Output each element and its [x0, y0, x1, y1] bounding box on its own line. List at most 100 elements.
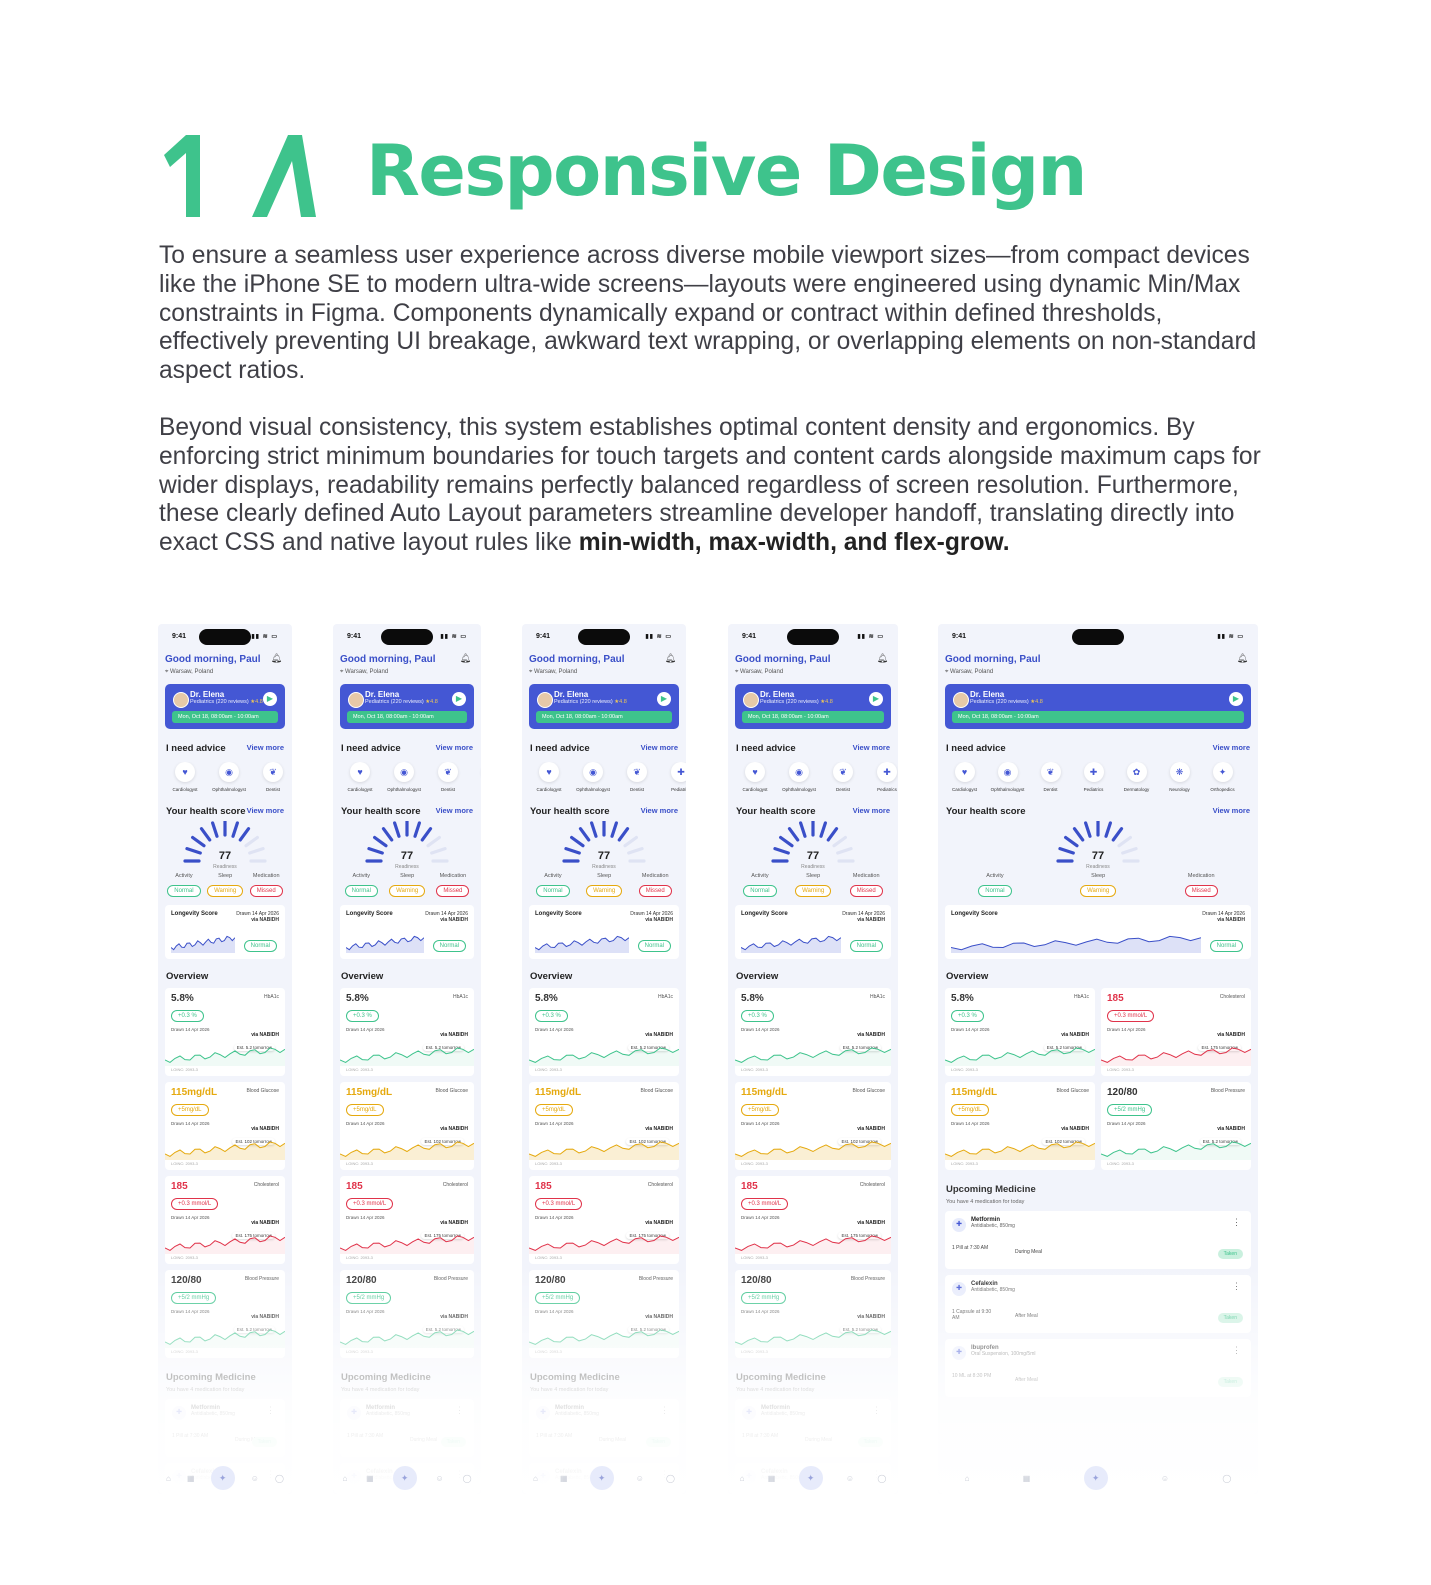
video-call-icon[interactable]: ▶	[869, 692, 883, 706]
assistant-fab-icon[interactable]: ✦	[392, 1466, 417, 1490]
bell-icon[interactable]: 🔔︎	[1236, 653, 1248, 663]
home-icon[interactable]: ⌂	[964, 1473, 970, 1483]
more-options-icon[interactable]: ⋮	[872, 1405, 881, 1415]
category-item[interactable]: ✚Pediatrics	[1073, 762, 1114, 792]
doctor-icon[interactable]: ☺	[845, 1473, 855, 1483]
category-item[interactable]: ✿Dermatology	[1116, 762, 1157, 792]
profile-icon[interactable]: ◯	[462, 1473, 472, 1483]
category-item[interactable]: ✚Pediatrics	[660, 762, 686, 792]
category-item[interactable]: ❦Dentist	[427, 762, 469, 792]
calendar-icon[interactable]: ▦	[1022, 1473, 1031, 1483]
category-item[interactable]: ♥Cardiologyst	[164, 762, 206, 792]
category-item[interactable]: ◉Ophthalmologyst	[987, 762, 1028, 792]
more-options-icon[interactable]: ⋮	[266, 1469, 275, 1479]
bell-icon[interactable]: 🔔︎	[876, 653, 888, 663]
calendar-icon[interactable]: ▦	[186, 1473, 195, 1483]
more-options-icon[interactable]: ⋮	[1232, 1345, 1241, 1355]
home-icon[interactable]: ⌂	[166, 1473, 171, 1483]
advice-view-more-link[interactable]: View more	[246, 743, 284, 752]
calendar-icon[interactable]: ▦	[559, 1473, 568, 1483]
more-options-icon[interactable]: ⋮	[266, 1405, 275, 1415]
category-item[interactable]: ❦Dentist	[1030, 762, 1071, 792]
calendar-icon[interactable]: ▦	[767, 1473, 776, 1483]
bell-icon[interactable]: 🔔︎	[664, 653, 676, 663]
assistant-fab-icon[interactable]: ✦	[1083, 1466, 1108, 1490]
category-item[interactable]: ♥Cardiologyst	[944, 762, 985, 792]
category-item[interactable]: ◉Ophthalmologyst	[208, 762, 250, 792]
home-icon[interactable]: ⌂	[342, 1473, 348, 1483]
video-call-icon[interactable]: ▶	[1229, 692, 1243, 706]
category-item[interactable]: ❋Neurology	[1159, 762, 1200, 792]
more-options-icon[interactable]: ⋮	[1232, 1281, 1241, 1291]
health-view-more-link[interactable]: View more	[246, 806, 284, 815]
category-item[interactable]: ✚Pediatrics	[866, 762, 898, 792]
category-item[interactable]: ♥Cardiologyst	[528, 762, 570, 792]
category-item[interactable]: ♥Cardiologyst	[339, 762, 381, 792]
category-item[interactable]: ❦Dentist	[616, 762, 658, 792]
category-item[interactable]: ❦Dentist	[822, 762, 864, 792]
health-view-more-link[interactable]: View more	[852, 806, 890, 815]
calendar-icon[interactable]: ▦	[366, 1473, 374, 1483]
profile-icon[interactable]: ◯	[666, 1473, 675, 1483]
more-options-icon[interactable]: ⋮	[455, 1405, 464, 1415]
profile-icon[interactable]: ◯	[1222, 1473, 1232, 1483]
bell-icon[interactable]: 🔔︎	[270, 653, 282, 663]
video-call-icon[interactable]: ▶	[657, 692, 671, 706]
assistant-fab-icon[interactable]: ✦	[210, 1466, 235, 1490]
doctor-icon[interactable]: ☺	[435, 1473, 444, 1483]
category-item[interactable]: ♥Cardiologyst	[734, 762, 776, 792]
doctor-icon[interactable]: ☺	[250, 1473, 259, 1483]
more-options-icon[interactable]: ⋮	[1232, 1217, 1241, 1227]
category-item[interactable]: ◉Ophthalmologyst	[383, 762, 425, 792]
health-view-more-link[interactable]: View more	[1212, 806, 1250, 815]
more-options-icon[interactable]: ⋮	[872, 1469, 881, 1479]
category-item[interactable]: ❦Dentist	[252, 762, 292, 792]
bell-icon[interactable]: 🔔︎	[459, 653, 471, 663]
assistant-fab-icon[interactable]: ✦	[798, 1466, 823, 1490]
category-item[interactable]: ✚Pediatrics	[471, 762, 481, 792]
advice-view-more-link[interactable]: View more	[852, 743, 890, 752]
doctor-icon[interactable]: ☺	[1160, 1473, 1170, 1483]
health-view-more-link[interactable]: View more	[435, 806, 473, 815]
category-item[interactable]: ◉Ophthalmologyst	[778, 762, 820, 792]
more-options-icon[interactable]: ⋮	[660, 1469, 669, 1479]
category-item[interactable]: ◉Ophthalmologyst	[572, 762, 614, 792]
advice-view-more-link[interactable]: View more	[435, 743, 473, 752]
video-call-icon[interactable]: ▶	[452, 692, 466, 706]
category-item[interactable]: ✦Orthopedics	[1202, 762, 1243, 792]
more-options-icon[interactable]: ⋮	[660, 1405, 669, 1415]
home-icon[interactable]: ⌂	[739, 1473, 745, 1483]
